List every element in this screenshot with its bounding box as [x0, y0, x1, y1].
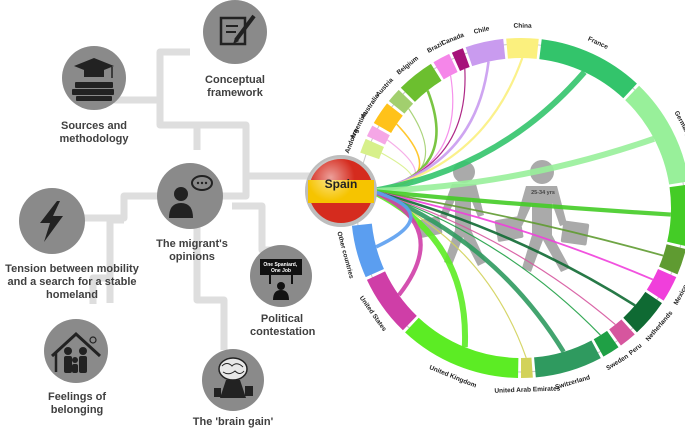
country-arc-china [506, 38, 539, 59]
lightning-icon [40, 201, 63, 242]
country-arc-australia [373, 103, 403, 133]
chord-other-countries [371, 189, 413, 249]
chord-netherlands [371, 189, 636, 307]
country-label: Sweden [605, 353, 630, 372]
figure-age-tag: 25-34 yrs [531, 190, 555, 196]
label-tension: Tension between mobility and a search fo… [5, 263, 139, 301]
label-sources-methodology: Sources and methodology [59, 120, 129, 145]
country-arc-united-states [366, 271, 417, 331]
chord-mexico [371, 190, 654, 281]
protest-sign-icon [260, 259, 302, 300]
chord-lines [370, 57, 671, 359]
country-label: Other countries [335, 231, 354, 280]
label-political-contestation: Political contestation [250, 313, 316, 338]
brain-person-icon [214, 357, 253, 398]
label-brain-gain: The 'brain gain' [192, 416, 274, 428]
country-label: Peru [628, 342, 644, 357]
chord-united-states [371, 189, 423, 297]
writing-icon [219, 14, 256, 46]
country-arc-canada [451, 48, 470, 71]
hub-label: Spain [325, 177, 358, 191]
country-label: Belgium [396, 55, 421, 77]
node-conceptual-circle [203, 0, 267, 64]
country-arc-united-arab-emirates [521, 357, 533, 378]
node-sources-circle [62, 46, 126, 110]
country-label: Mexico [673, 284, 685, 307]
chord-ireland [371, 188, 671, 217]
chord-france [371, 70, 587, 194]
speaker-icon [169, 175, 213, 218]
protest-sign-text: One Spaniard, One Job [263, 262, 298, 274]
country-arcs: AndorraArgentinaAustraliaAustriaBelgiumB… [335, 23, 685, 395]
country-label: China [514, 23, 533, 30]
label-migrants-opinions: The migrant's opinions [156, 238, 228, 263]
country-arc-france [539, 39, 637, 99]
node-opinions-circle [157, 163, 223, 229]
country-arc-peru [609, 319, 635, 346]
country-arc-brazil [433, 53, 458, 80]
node-political-circle [250, 245, 312, 307]
country-arc-argentina [366, 125, 390, 145]
country-arc-austria [388, 89, 414, 114]
spain-hub [305, 155, 377, 227]
node-belonging-circle [44, 319, 108, 383]
label-conceptual-framework: Conceptual framework [205, 74, 265, 99]
country-label: Chile [473, 25, 490, 35]
country-arc-belgium [400, 63, 442, 102]
node-brain-gain-circle [202, 349, 264, 411]
chord-germany [371, 135, 656, 194]
chord-italy [371, 190, 664, 257]
country-arc-united-kingdom [405, 317, 519, 378]
protest-sign-line-1: One Spaniard, [263, 262, 298, 268]
country-arc-germany [625, 85, 685, 185]
country-arc-other-countries [351, 223, 384, 278]
country-arc-netherlands [623, 291, 662, 333]
connector-lines [48, 48, 310, 350]
country-label: France [587, 36, 610, 52]
country-arc-sweden [593, 330, 619, 357]
country-label: Germany [673, 110, 685, 139]
protest-sign-line-2: One Job [271, 268, 291, 274]
country-arc-italy [659, 244, 685, 275]
country-arc-mexico [646, 269, 677, 301]
country-arc-switzerland [534, 340, 601, 378]
country-arc-ireland [667, 184, 685, 246]
country-arc-andorra [360, 138, 384, 160]
node-tension-circle [19, 188, 85, 254]
country-label: United Arab Emirates [494, 385, 560, 394]
family-house-icon [50, 331, 102, 373]
label-feelings-belonging: Feelings of belonging [47, 391, 107, 416]
graduation-books-icon [72, 58, 114, 101]
country-label: Canada [441, 32, 466, 47]
chord-peru [371, 190, 616, 326]
country-arc-chile [465, 38, 506, 67]
country-label: Austria [375, 77, 395, 99]
